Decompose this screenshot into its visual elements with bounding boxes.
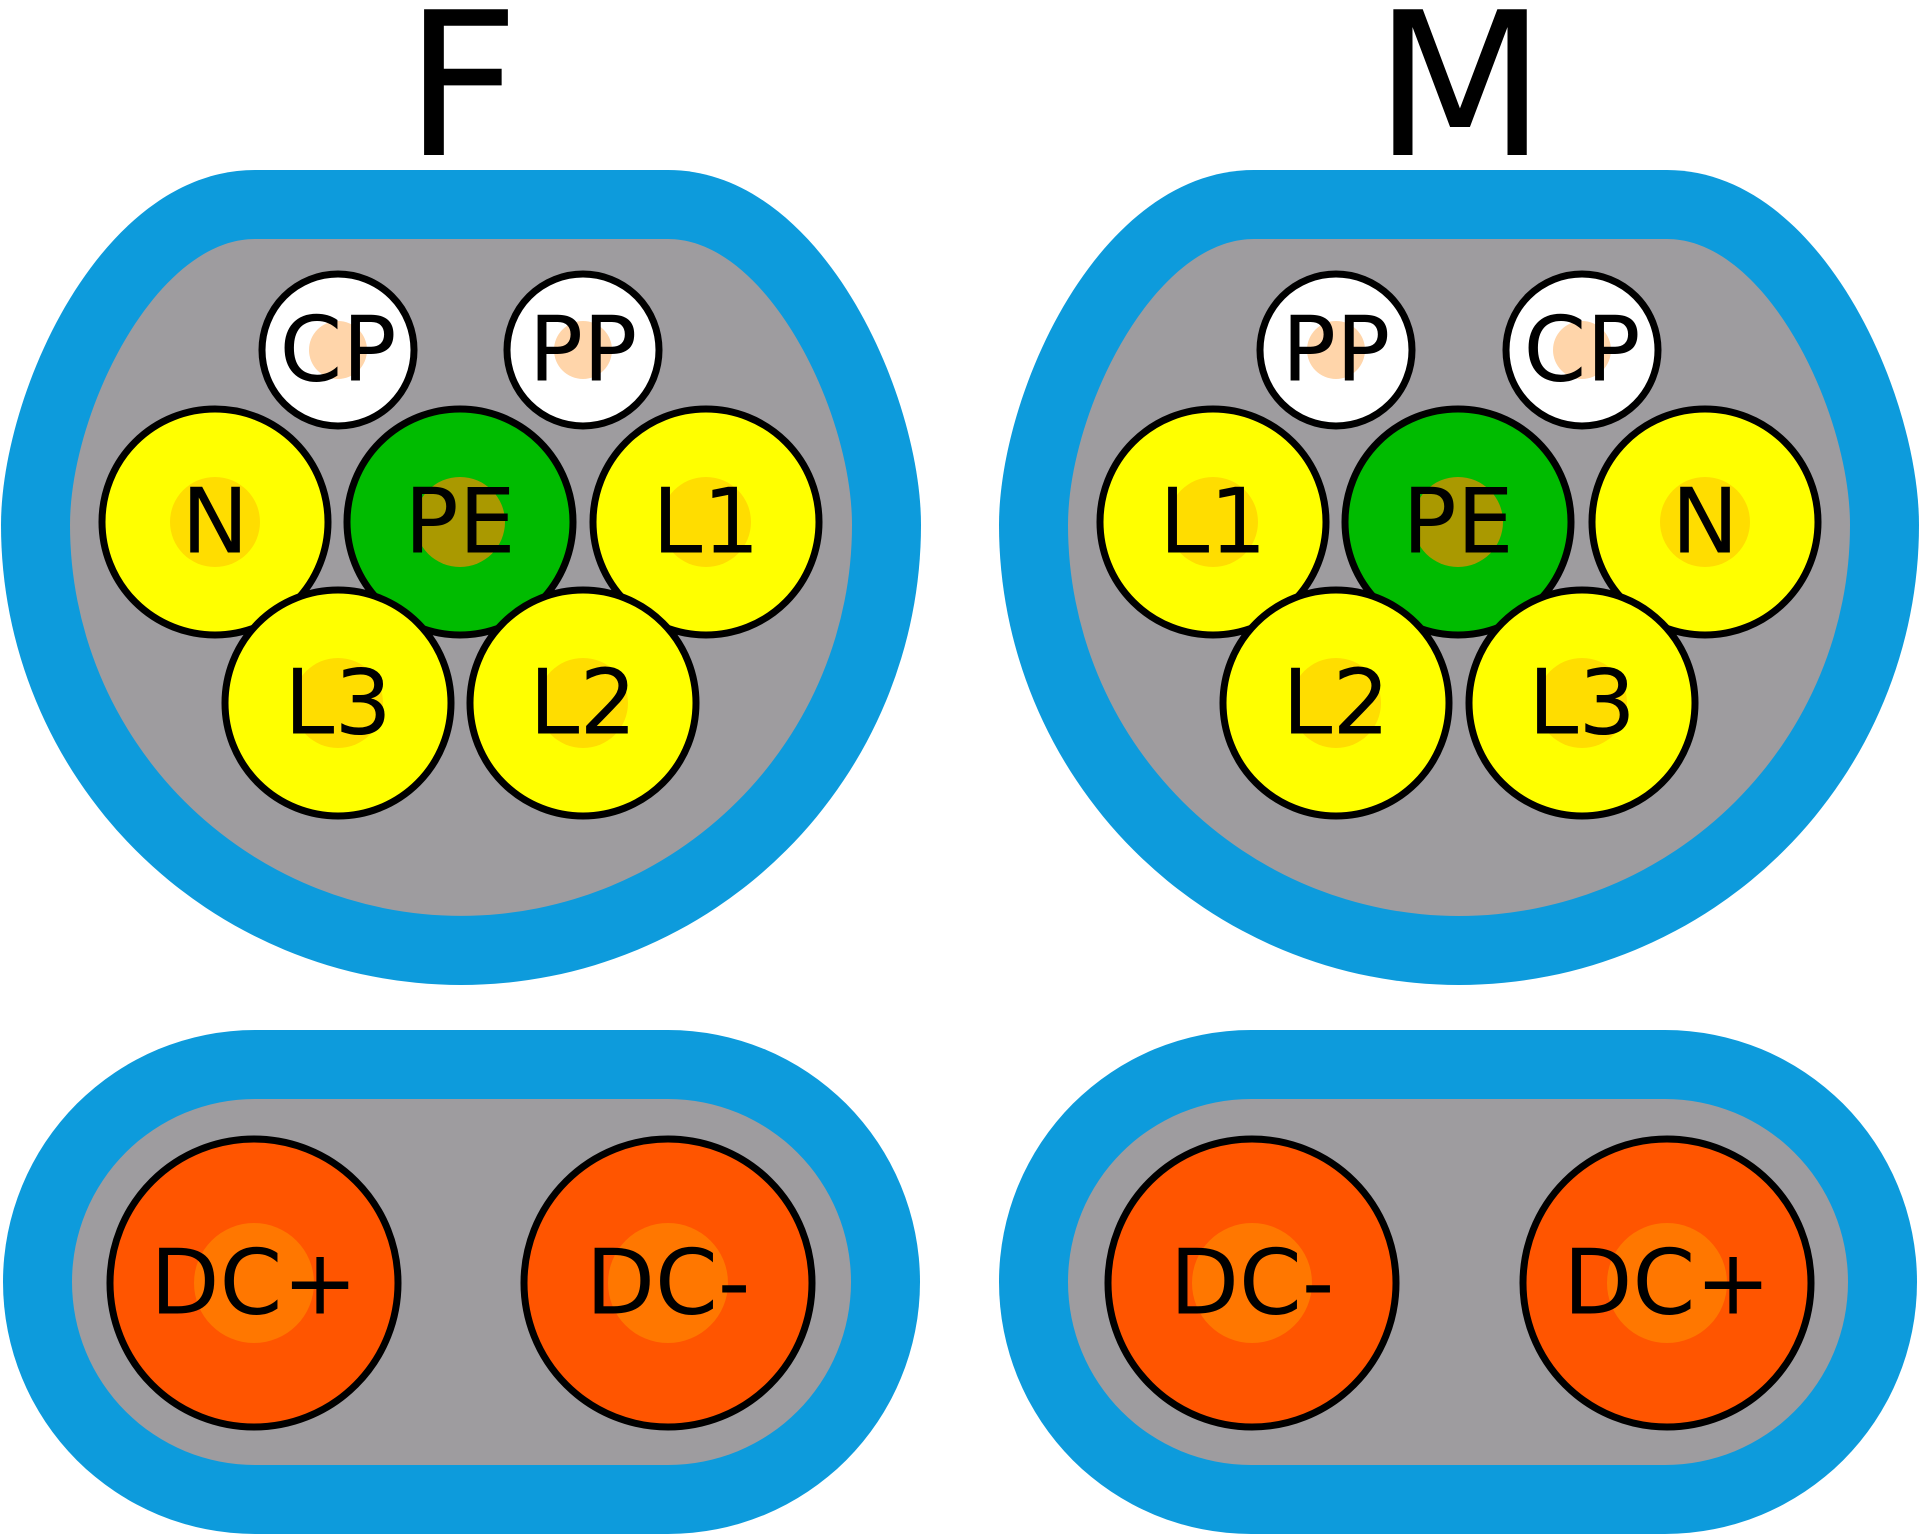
pin-contact [194, 1223, 314, 1343]
ac-housing-m: PP CP L1 PE N L2 L3 [999, 170, 1919, 985]
pin-label: PE [404, 470, 515, 575]
pin-n: N [98, 405, 332, 639]
pin-label: L1 [1159, 470, 1266, 575]
pin-l3: L3 [1465, 586, 1699, 820]
dc-housing-f: DC+ DC- [3, 1030, 920, 1534]
pin-label: N [181, 470, 248, 575]
pin-pe: PE [343, 405, 577, 639]
pin-contact [1168, 477, 1258, 567]
pin-contact [608, 1223, 728, 1343]
pin-label: DC+ [150, 1231, 358, 1336]
pin-contact [554, 321, 612, 379]
pin-dc-plus: DC+ [106, 1135, 402, 1431]
pin-label: PE [1402, 470, 1513, 575]
pin-label: L1 [652, 470, 759, 575]
pin-pp: PP [1256, 270, 1416, 430]
pin-n: N [1588, 405, 1822, 639]
pin-contact [1553, 321, 1611, 379]
pin-l1: L1 [1096, 405, 1330, 639]
pin-dc-minus: DC- [1104, 1135, 1400, 1431]
pin-l1: L1 [589, 405, 823, 639]
dc-pins-f: DC+ DC- [106, 1135, 816, 1431]
connector-f-heading: F [404, 0, 519, 203]
pin-label: L2 [1282, 651, 1389, 756]
pin-label: L3 [1528, 651, 1635, 756]
pin-l2: L2 [1219, 586, 1453, 820]
pin-contact [1660, 477, 1750, 567]
pin-dc-plus: DC+ [1519, 1135, 1815, 1431]
pin-contact [538, 658, 628, 748]
pin-label: DC- [586, 1231, 751, 1336]
pin-pe: PE [1341, 405, 1575, 639]
pin-contact [415, 477, 505, 567]
pin-contact [1192, 1223, 1312, 1343]
pin-label: DC- [1170, 1231, 1335, 1336]
pin-contact [309, 321, 367, 379]
pin-contact [1291, 658, 1381, 748]
dc-housing-m: DC- DC+ [999, 1030, 1917, 1534]
pin-label: L3 [284, 651, 391, 756]
pin-contact [1537, 658, 1627, 748]
pin-label: PP [529, 298, 638, 403]
pin-contact [293, 658, 383, 748]
pin-contact [1413, 477, 1503, 567]
pin-contact [170, 477, 260, 567]
pin-contact [1607, 1223, 1727, 1343]
pin-label: CP [279, 298, 396, 403]
pin-dc-minus: DC- [520, 1135, 816, 1431]
pin-contact [661, 477, 751, 567]
pin-cp: CP [1502, 270, 1662, 430]
pin-label: L2 [529, 651, 636, 756]
connector-m-heading: M [1374, 0, 1547, 203]
pin-contact [1307, 321, 1365, 379]
pin-label: CP [1523, 298, 1640, 403]
pin-l3: L3 [221, 586, 455, 820]
ac-pins-m: PP CP L1 PE N L2 L3 [1096, 270, 1822, 820]
pin-label: PP [1282, 298, 1391, 403]
pin-l2: L2 [466, 586, 700, 820]
pin-label: N [1671, 470, 1738, 575]
pin-cp: CP [258, 270, 418, 430]
pin-pp: PP [503, 270, 663, 430]
connector-m: M PP CP L1 PE N L2 L3 DC- DC+ [999, 0, 1919, 1534]
pin-label: DC+ [1563, 1231, 1771, 1336]
dc-pins-m: DC- DC+ [1104, 1135, 1815, 1431]
